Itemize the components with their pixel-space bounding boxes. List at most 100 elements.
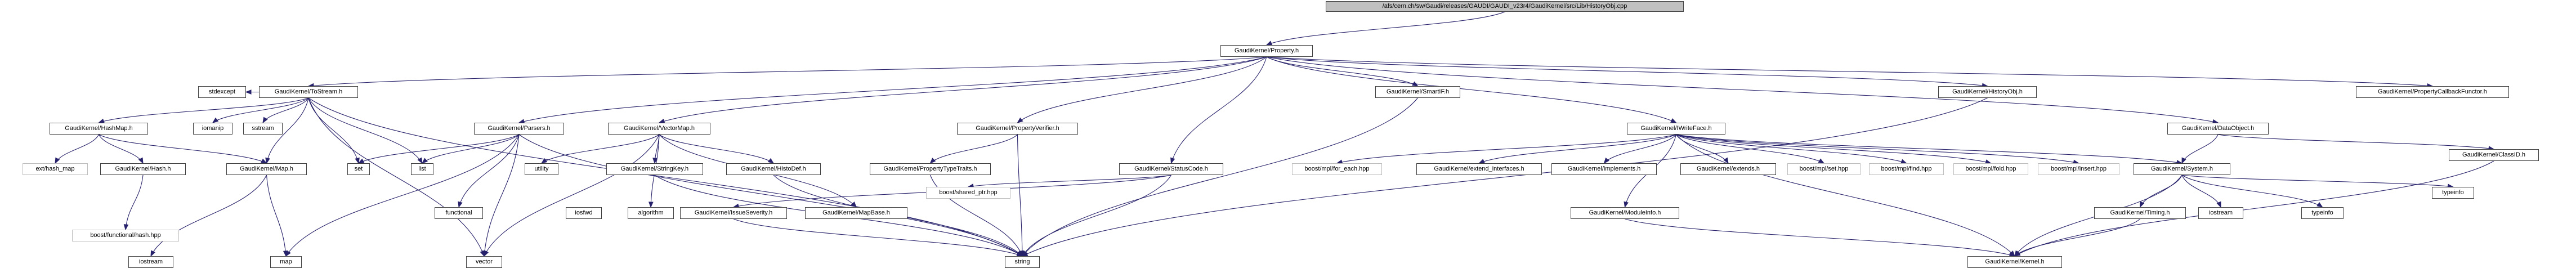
graph-edge-arrowhead bbox=[767, 158, 775, 164]
graph-node-iomanip[interactable]: iomanip bbox=[193, 123, 232, 135]
graph-node-label: GaudiKernel/extend_interfaces.h bbox=[1434, 165, 1524, 172]
graph-node-typeinfo2[interactable]: typeinfo bbox=[2301, 207, 2344, 219]
graph-node-boost_impl_find[interactable]: boost/mpl/find.hpp bbox=[1869, 163, 1944, 175]
graph-node-system_h[interactable]: GaudiKernel/System.h bbox=[2134, 163, 2230, 175]
graph-node-tostream[interactable]: GaudiKernel/ToStream.h bbox=[259, 86, 358, 98]
graph-node-smartif[interactable]: GaudiKernel/SmartIF.h bbox=[1375, 86, 1460, 98]
graph-node-label: string bbox=[1014, 258, 1030, 265]
graph-node-boost_shared_ptr[interactable]: boost/shared_ptr.hpp bbox=[926, 187, 1010, 199]
graph-node-label: iosfwd bbox=[575, 209, 593, 216]
graph-edge-arrowhead bbox=[212, 117, 219, 123]
graph-node-boostfnhash[interactable]: boost/functional/hash.hpp bbox=[72, 230, 179, 241]
graph-node-string[interactable]: string bbox=[1005, 256, 1040, 268]
graph-node-parsers[interactable]: GaudiKernel/Parsers.h bbox=[474, 123, 564, 135]
graph-node-implements[interactable]: GaudiKernel/implements.h bbox=[1551, 163, 1657, 175]
graph-node-label: GaudiKernel/Kernel.h bbox=[1985, 258, 2045, 265]
graph-edge bbox=[2014, 160, 2494, 257]
graph-edge-arrowhead bbox=[652, 158, 658, 164]
graph-node-histodef[interactable]: GaudiKernel/HistoDef.h bbox=[726, 163, 821, 175]
graph-edge bbox=[968, 174, 1171, 187]
graph-node-kernel_h[interactable]: GaudiKernel/Kernel.h bbox=[1967, 256, 2062, 268]
graph-edge bbox=[1676, 134, 1907, 164]
graph-node-algorithm[interactable]: algorithm bbox=[628, 207, 674, 219]
graph-edge bbox=[308, 97, 359, 164]
graph-node-hashmap[interactable]: GaudiKernel/HashMap.h bbox=[50, 123, 148, 135]
graph-edge-arrowhead bbox=[1478, 159, 1485, 164]
graph-node-title[interactable]: /afs/cern.ch/sw/Gaudi/releases/GAUDI/GAU… bbox=[1326, 1, 1684, 12]
graph-node-propcallbackfn[interactable]: GaudiKernel/PropertyCallbackFunctor.h bbox=[2356, 86, 2509, 98]
graph-node-iostream2[interactable]: iostream bbox=[2198, 207, 2243, 219]
graph-node-label: boost/mpl/find.hpp bbox=[1881, 165, 1932, 172]
graph-node-typeinfo[interactable]: typeinfo bbox=[2432, 187, 2474, 199]
graph-node-statuscode[interactable]: GaudiKernel/StatusCode.h bbox=[1119, 163, 1223, 175]
graph-edge-arrowhead bbox=[1017, 250, 1023, 257]
graph-edge-arrowhead bbox=[1016, 251, 1023, 257]
graph-node-issueseverity[interactable]: GaudiKernel/IssueSeverity.h bbox=[680, 207, 787, 219]
graph-edge-arrowhead bbox=[540, 158, 548, 164]
graph-node-extend_interfaces[interactable]: GaudiKernel/extend_interfaces.h bbox=[1416, 163, 1542, 175]
graph-edge bbox=[1266, 11, 1505, 46]
graph-node-map_h[interactable]: GaudiKernel/Map.h bbox=[226, 163, 307, 175]
graph-node-label: boost/shared_ptr.hpp bbox=[939, 189, 998, 196]
graph-node-label: iostream bbox=[138, 258, 163, 265]
graph-node-proptypetraits[interactable]: GaudiKernel/PropertyTypeTraits.h bbox=[870, 163, 991, 175]
graph-edge-arrowhead bbox=[261, 158, 267, 164]
graph-edge-arrowhead bbox=[1723, 157, 1729, 164]
graph-node-classid[interactable]: GaudiKernel/ClassID.h bbox=[2449, 149, 2539, 161]
graph-node-boost_impl_insert[interactable]: boost/mpl/insert.hpp bbox=[2038, 163, 2119, 175]
graph-node-label: GaudiKernel/ClassID.h bbox=[2462, 151, 2525, 158]
graph-edge-arrowhead bbox=[649, 202, 654, 208]
graph-edge bbox=[150, 174, 267, 257]
graph-node-timing[interactable]: GaudiKernel/Timing.h bbox=[2094, 207, 2186, 219]
graph-node-boost_impl_fold[interactable]: boost/mpl/fold.hpp bbox=[1953, 163, 2028, 175]
graph-edge bbox=[930, 134, 1018, 164]
graph-node-stringkey[interactable]: GaudiKernel/StringKey.h bbox=[606, 163, 703, 175]
graph-node-hash_h[interactable]: GaudiKernel/Hash.h bbox=[100, 163, 186, 175]
graph-node-propverifier[interactable]: GaudiKernel/PropertyVerifier.h bbox=[957, 123, 1078, 135]
graph-node-label: GaudiKernel/PropertyTypeTraits.h bbox=[883, 165, 977, 172]
graph-edge-arrowhead bbox=[283, 250, 288, 257]
graph-edge-arrowhead bbox=[1412, 81, 1419, 87]
graph-edge-arrowhead bbox=[1016, 250, 1023, 257]
graph-edge bbox=[55, 134, 99, 164]
graph-edge-arrowhead bbox=[1670, 118, 1677, 123]
graph-node-set[interactable]: set bbox=[347, 163, 370, 175]
graph-edge bbox=[659, 134, 774, 164]
graph-node-vectormap[interactable]: GaudiKernel/VectorMap.h bbox=[608, 123, 710, 135]
graph-node-property[interactable]: GaudiKernel/Property.h bbox=[1220, 45, 1313, 57]
graph-node-boost_impl_set[interactable]: boost/mpl/set.hpp bbox=[1787, 163, 1861, 175]
graph-edge-arrowhead bbox=[1603, 157, 1609, 164]
graph-node-sstream[interactable]: sstream bbox=[243, 123, 283, 135]
graph-node-iosfwd[interactable]: iosfwd bbox=[566, 207, 602, 219]
graph-node-label: GaudiKernel/IssueSeverity.h bbox=[694, 209, 773, 216]
graph-node-writerface[interactable]: GaudiKernel/IWriteFace.h bbox=[1627, 123, 1725, 135]
graph-edge bbox=[2181, 174, 2221, 208]
graph-node-list[interactable]: list bbox=[411, 163, 433, 175]
graph-node-stdexcept[interactable]: stdexcept bbox=[198, 86, 246, 98]
graph-node-utility[interactable]: utility bbox=[525, 163, 558, 175]
graph-node-label: GaudiKernel/PropertyCallbackFunctor.h bbox=[2378, 88, 2487, 95]
graph-node-boost_foreach[interactable]: boost/mpl/for_each.hpp bbox=[1292, 163, 1382, 175]
graph-node-moduleinfo[interactable]: GaudiKernel/ModuleInfo.h bbox=[1571, 207, 1679, 219]
graph-node-label: GaudiKernel/MapBase.h bbox=[822, 209, 890, 216]
graph-node-vector[interactable]: vector bbox=[466, 256, 502, 268]
graph-edge bbox=[2217, 134, 2494, 150]
graph-node-label: typeinfo bbox=[2442, 189, 2464, 196]
graph-node-label: utility bbox=[534, 165, 549, 172]
graph-edge bbox=[125, 174, 144, 230]
graph-node-historyobj_h[interactable]: GaudiKernel/HistoryObj.h bbox=[1938, 86, 2037, 98]
graph-node-extends[interactable]: GaudiKernel/extends.h bbox=[1680, 163, 1776, 175]
graph-node-mapbase[interactable]: GaudiKernel/MapBase.h bbox=[805, 207, 907, 219]
graph-node-iostream[interactable]: iostream bbox=[128, 256, 173, 268]
graph-edge-arrowhead bbox=[851, 202, 857, 208]
graph-node-label: boost/mpl/for_each.hpp bbox=[1304, 165, 1370, 172]
graph-node-functional[interactable]: functional bbox=[435, 207, 483, 219]
graph-node-ext_hash_map[interactable]: ext/hash_map bbox=[23, 163, 88, 175]
graph-edge-arrowhead bbox=[2181, 157, 2186, 164]
graph-node-dataobject[interactable]: GaudiKernel/DataObject.h bbox=[2167, 123, 2269, 135]
graph-node-map[interactable]: map bbox=[270, 256, 302, 268]
graph-edge bbox=[1625, 218, 2015, 257]
graph-edge-arrowhead bbox=[55, 157, 60, 164]
graph-node-label: boost/functional/hash.hpp bbox=[90, 232, 161, 239]
graph-node-label: iomanip bbox=[202, 125, 224, 132]
